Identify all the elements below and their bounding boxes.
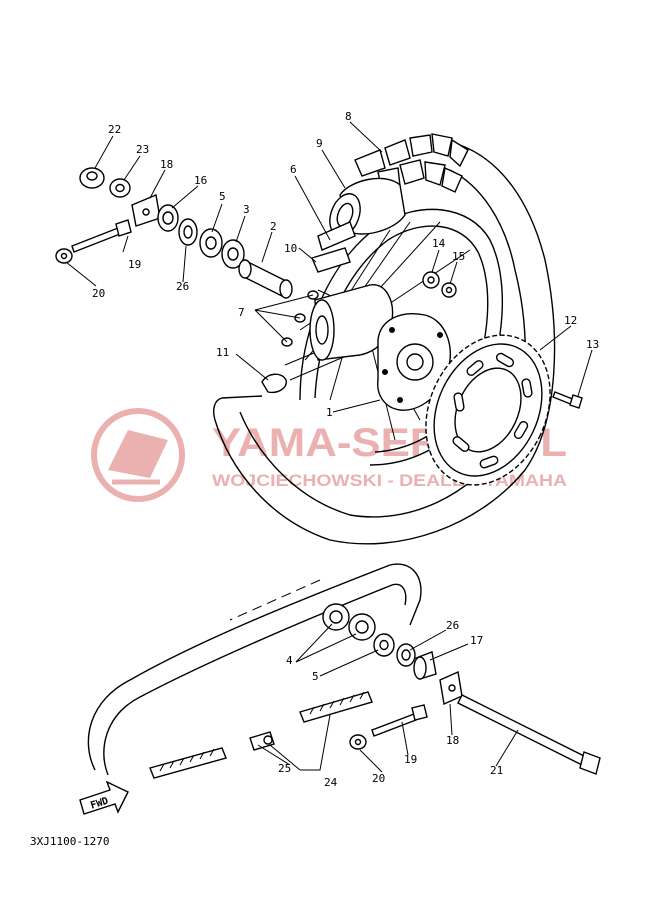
nut-14 [422,271,440,289]
callout-23: 23 [136,143,149,156]
seal-26-lower [396,643,416,667]
callout-26-lower: 26 [446,619,459,632]
callout-20-upper: 20 [92,287,105,300]
chain-puller-18 [131,194,161,227]
callout-25: 25 [278,762,291,775]
axle-21 [457,694,601,775]
callout-10: 10 [284,242,297,255]
callout-17: 17 [470,634,483,647]
callout-21: 21 [490,764,503,777]
callout-18-upper: 18 [160,158,173,171]
callout-labels: 22 23 18 16 5 3 2 19 20 26 8 9 6 10 7 11… [92,110,599,789]
callout-5-upper: 5 [219,190,226,203]
callout-22: 22 [108,123,121,136]
tire-tread [354,133,469,193]
chain-loop [87,563,422,776]
rear-hub [309,284,394,361]
callout-1: 1 [326,406,333,419]
callout-24: 24 [324,776,338,789]
washer-23 [109,178,131,198]
rear-sprocket [425,334,551,486]
watermark-logo-icon [91,408,185,502]
seal-26 [178,218,198,246]
callout-8: 8 [345,110,352,123]
callout-26-upper: 26 [176,280,189,293]
callout-20-lower: 20 [372,772,385,785]
sprocket-holes [452,352,533,469]
bolt-19-upper [71,219,132,253]
spacer-2 [238,259,293,299]
bearing-5 [199,228,223,258]
callout-2: 2 [270,220,277,233]
callout-3: 3 [243,203,250,216]
bearings-4-lower [322,603,376,641]
callout-18-lower: 18 [446,734,459,747]
callout-16: 16 [194,174,207,187]
callout-19-lower: 19 [404,753,417,766]
drum-cover [329,177,406,237]
nut-20-lower [349,734,367,750]
chain-24 [299,691,373,723]
callout-5-lower: 5 [312,670,319,683]
callout-11: 11 [216,346,229,359]
callout-15: 15 [452,250,465,263]
callout-7: 7 [238,306,245,319]
rim-band-11 [261,373,287,394]
part-code: 3XJ1100-1270 [30,835,109,848]
callout-12: 12 [564,314,577,327]
callout-6: 6 [290,163,297,176]
axle-nut-22 [79,167,105,189]
collar-10 [311,221,356,273]
callout-14: 14 [432,237,446,250]
bearing-3 [221,239,245,269]
callout-19-upper: 19 [128,258,141,271]
joint-25 [249,731,275,751]
seal-5-lower [373,633,395,657]
bolt-19-lower [371,704,428,737]
nut-20-upper [55,248,73,264]
watermark-subtitle: WOJCIECHOWSKI - DEALER YAMAHA [212,471,567,490]
washer-15 [441,282,457,298]
fwd-label: FWD [89,796,110,812]
bolt-13 [552,391,583,409]
puller-18-lower [439,670,463,706]
callout-13: 13 [586,338,599,351]
callout-9: 9 [316,137,323,150]
callout-4: 4 [286,654,293,667]
leader-lines [65,121,593,773]
fwd-arrow-icon: FWD [79,780,129,815]
chain-segment-lower [149,747,227,779]
collar-17 [413,651,437,680]
collar-16 [157,204,179,232]
